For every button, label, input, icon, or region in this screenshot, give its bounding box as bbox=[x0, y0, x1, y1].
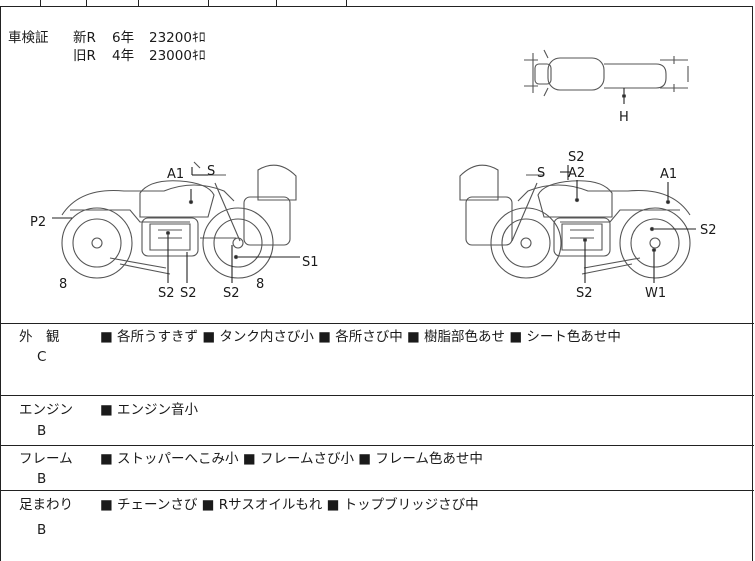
mark-right-a2: A2 bbox=[568, 166, 585, 181]
mark-left-s2a: S2 bbox=[158, 286, 175, 301]
shaken-new-years: 6年 bbox=[112, 30, 135, 46]
section-frame-label: フレーム bbox=[19, 451, 73, 467]
section-exterior-label: 外 観 bbox=[19, 329, 60, 345]
section-exterior-grade: C bbox=[37, 349, 47, 365]
section-engine-label: エンジン bbox=[19, 402, 73, 418]
section-suspension-label: 足まわり bbox=[19, 497, 73, 513]
mark-left-p2: P2 bbox=[30, 215, 46, 230]
mark-top-view: H bbox=[619, 110, 629, 125]
sheet-frame bbox=[0, 6, 753, 561]
section-engine-items: ■ エンジン音小 bbox=[100, 402, 199, 418]
mark-left-a1: A1 bbox=[167, 167, 184, 182]
section-engine: エンジン B ■ エンジン音小 bbox=[0, 395, 754, 445]
mark-right-s: S bbox=[537, 166, 545, 181]
shaken-new-distance: 23200ｷﾛ bbox=[149, 30, 206, 46]
top-table-edge bbox=[0, 0, 754, 7]
section-frame-grade: B bbox=[37, 471, 47, 487]
bike-top-view bbox=[524, 49, 689, 104]
mark-left-s1: S1 bbox=[302, 255, 319, 270]
mark-right-s2-side: S2 bbox=[700, 223, 717, 238]
section-frame-items: ■ ストッパーへこみ小 ■ フレームさび小 ■ フレーム色あせ中 bbox=[100, 451, 483, 467]
shaken-new-code: 新R bbox=[73, 30, 96, 46]
shaken-old-distance: 23000ｷﾛ bbox=[149, 48, 206, 64]
section-exterior-items: ■ 各所うすきず ■ タンク内さび小 ■ 各所さび中 ■ 樹脂部色あせ ■ シー… bbox=[100, 329, 621, 345]
shaken-label: 車検証 bbox=[8, 30, 49, 46]
shaken-old-years: 4年 bbox=[112, 48, 135, 64]
mark-right-s2-top: S2 bbox=[568, 150, 585, 165]
section-engine-grade: B bbox=[37, 423, 47, 439]
mark-right-a1: A1 bbox=[660, 167, 677, 182]
section-suspension-items: ■ チェーンさび ■ Rサスオイルもれ ■ トップブリッジさび中 bbox=[100, 497, 479, 513]
mark-right-w1: W1 bbox=[645, 286, 666, 301]
shaken-old-code: 旧R bbox=[73, 48, 96, 64]
mark-left-8b: 8 bbox=[256, 277, 264, 292]
mark-left-s2b: S2 bbox=[180, 286, 197, 301]
section-frame: フレーム B ■ ストッパーへこみ小 ■ フレームさび小 ■ フレーム色あせ中 bbox=[0, 445, 754, 490]
section-exterior: 外 観 C ■ 各所うすきず ■ タンク内さび小 ■ 各所さび中 ■ 樹脂部色あ… bbox=[0, 323, 754, 395]
section-suspension: 足まわり B ■ チェーンさび ■ Rサスオイルもれ ■ トップブリッジさび中 bbox=[0, 490, 754, 561]
mark-right-s2-bottom: S2 bbox=[576, 286, 593, 301]
section-suspension-grade: B bbox=[37, 522, 47, 538]
mark-left-s2c: S2 bbox=[223, 286, 240, 301]
bike-left-view bbox=[52, 161, 300, 283]
bike-right-view bbox=[459, 164, 696, 283]
mark-left-s: S bbox=[207, 164, 215, 179]
motorcycle-diagram: H A1 S P2 8 S2 S2 S2 8 S1 S2 S A2 A1 S2 … bbox=[30, 49, 717, 301]
mark-left-8a: 8 bbox=[59, 277, 67, 292]
